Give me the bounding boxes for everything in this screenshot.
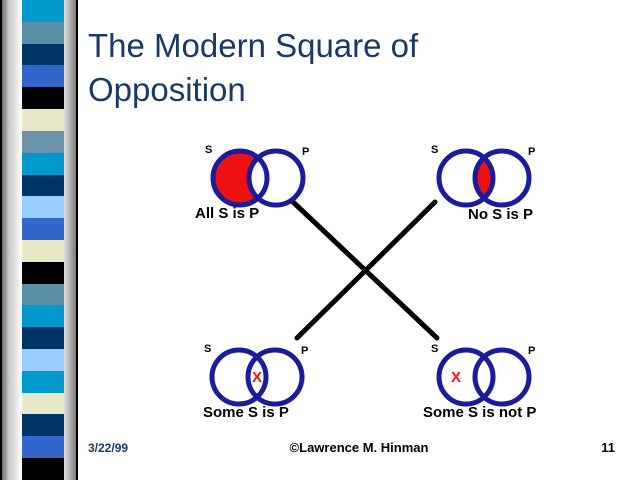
ribbon-square	[22, 458, 64, 480]
ribbon-square	[22, 305, 64, 328]
diagonal-line-e-i	[294, 199, 438, 341]
s-circle-label: S	[204, 343, 211, 355]
x-mark-overlap: X	[252, 369, 262, 386]
ribbon-square	[22, 43, 64, 66]
footer-page-number: 11	[601, 440, 615, 455]
ribbon-square	[22, 218, 64, 240]
s-circle-label: S	[431, 343, 438, 355]
x-mark-left-region: X	[451, 369, 461, 386]
footer-copyright: ©Lawrence M. Hinman	[289, 440, 429, 455]
page-title: The Modern Square of Opposition	[88, 24, 628, 112]
p-circle-label: P	[301, 345, 308, 357]
s-circle-label: S	[431, 144, 438, 156]
caption-no-s-is-p: No S is P	[468, 206, 534, 223]
venn-diagram-some-s-is-not-p: X S P	[428, 339, 540, 411]
ribbon-square	[22, 239, 64, 262]
ribbon-square	[22, 327, 64, 349]
ribbon-strip	[22, 0, 64, 480]
page-title-line2: Opposition	[88, 71, 246, 108]
ribbon-square	[22, 109, 64, 131]
venn-diagram-all-s-is-p: S P	[202, 140, 314, 212]
ribbon-square	[22, 196, 64, 219]
s-circle	[209, 347, 269, 407]
p-circle-label: P	[302, 146, 309, 158]
p-circle	[245, 347, 305, 407]
ribbon-square	[22, 349, 64, 371]
ribbon-square	[22, 130, 64, 153]
venn-diagram-some-s-is-p: X S P	[201, 339, 313, 411]
ribbon-square	[22, 392, 64, 415]
ribbon-square	[22, 261, 64, 284]
caption-all-s-is-p: All S is P	[195, 205, 260, 222]
ribbon-square	[22, 87, 64, 110]
ribbon-square	[22, 21, 64, 44]
venn-diagram-no-s-is-p: S P	[428, 140, 540, 212]
p-circle-label: P	[528, 146, 535, 158]
ribbon-square	[22, 174, 64, 197]
page-title-line1: The Modern Square of	[88, 27, 419, 64]
p-circle	[246, 148, 306, 208]
p-circle	[472, 347, 532, 407]
ribbon-square	[22, 65, 64, 88]
s-circle-label: S	[205, 144, 212, 156]
caption-some-s-is-not-p: Some S is not P	[423, 404, 537, 421]
ribbon-square	[22, 0, 64, 22]
ribbon-square	[22, 283, 64, 306]
s-circle	[436, 347, 496, 407]
ribbon-square	[22, 370, 64, 393]
ribbon-decoration	[0, 0, 78, 480]
ribbon-square	[22, 436, 64, 459]
p-circle-label: P	[528, 345, 535, 357]
s-circle	[436, 148, 496, 208]
ribbon-square	[22, 414, 64, 437]
diagonal-line-a-o	[289, 198, 440, 341]
caption-some-s-is-p: Some S is P	[203, 404, 289, 421]
s-circle	[210, 148, 270, 208]
p-circle	[472, 148, 532, 208]
footer-date: 3/22/99	[88, 441, 129, 455]
ribbon-square	[22, 152, 64, 175]
